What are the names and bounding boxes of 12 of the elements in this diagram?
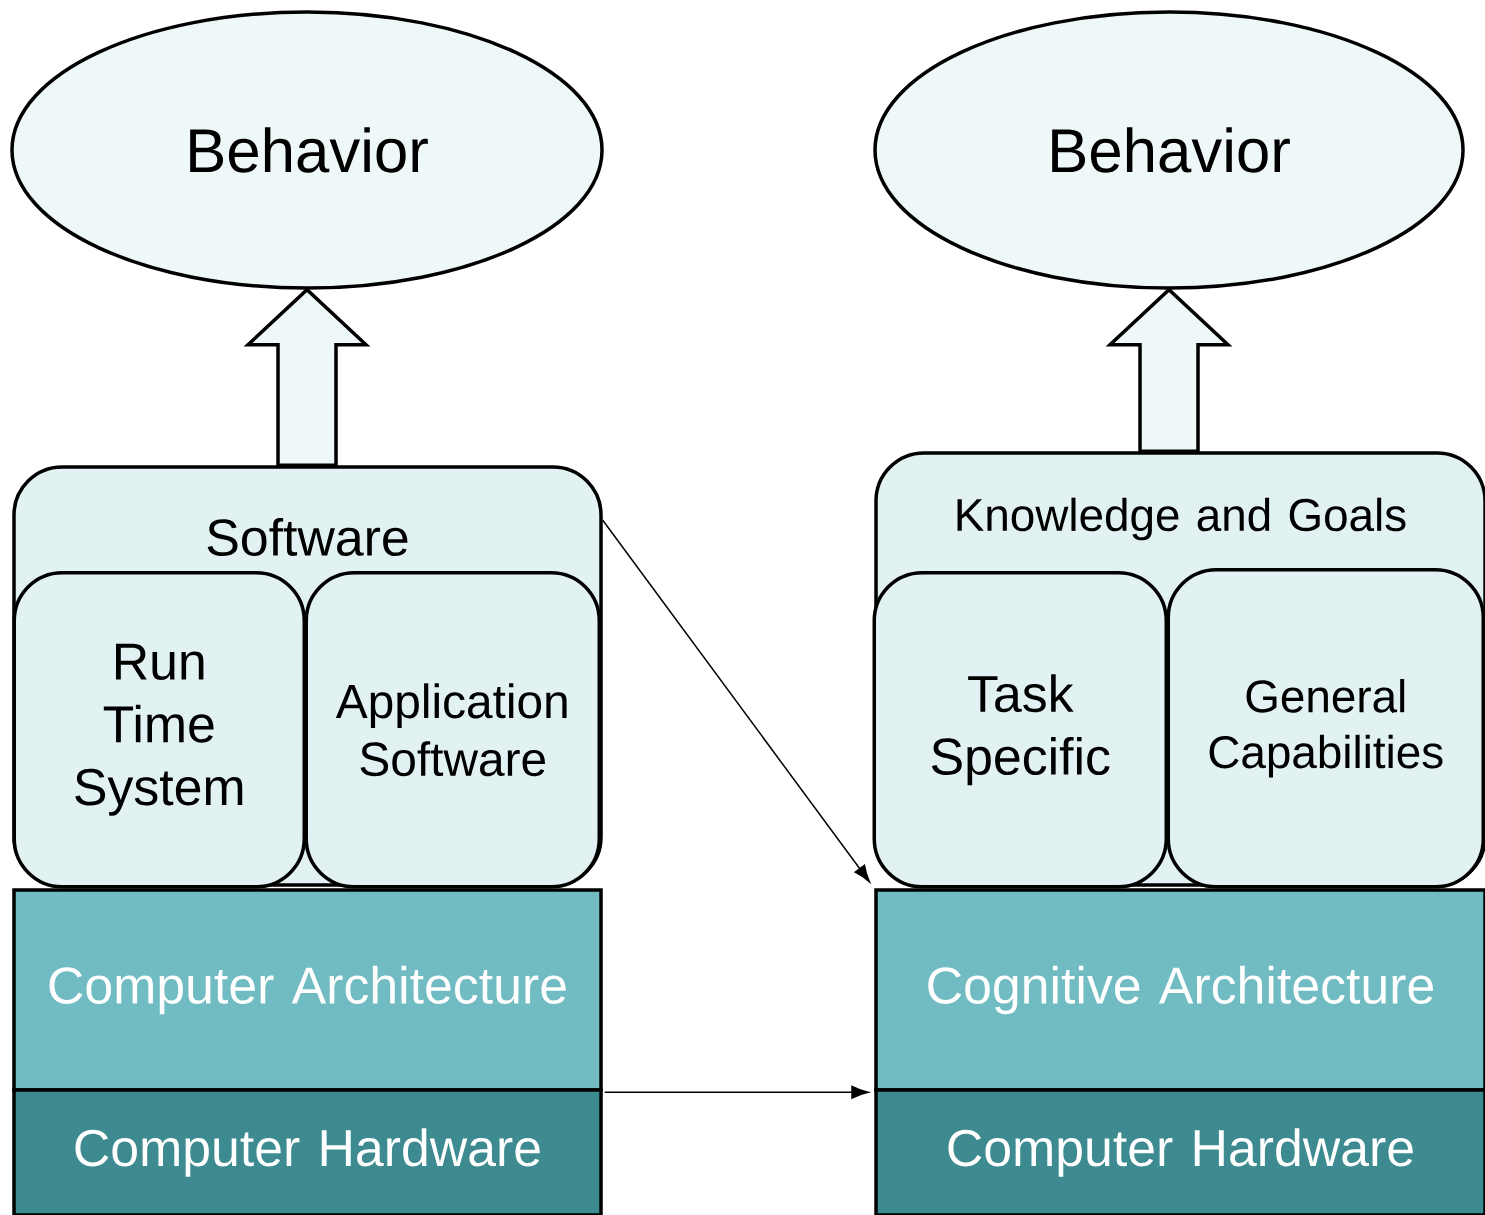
arrow xyxy=(602,519,871,883)
component-box: Run Time System xyxy=(12,571,306,889)
block-arrow xyxy=(1105,287,1233,453)
layer-box: Computer Architecture xyxy=(12,888,603,1092)
layer-box: Computer Hardware xyxy=(874,1088,1485,1215)
layer-box: Computer Hardware xyxy=(12,1088,603,1215)
component-box: General Capabilities xyxy=(1166,568,1485,889)
block-arrow xyxy=(243,287,371,467)
component-box: Task Specific xyxy=(872,571,1168,889)
arrow xyxy=(604,1085,869,1099)
component-box: Application Software xyxy=(304,571,601,889)
layer-box: Cognitive Architecture xyxy=(874,888,1485,1092)
